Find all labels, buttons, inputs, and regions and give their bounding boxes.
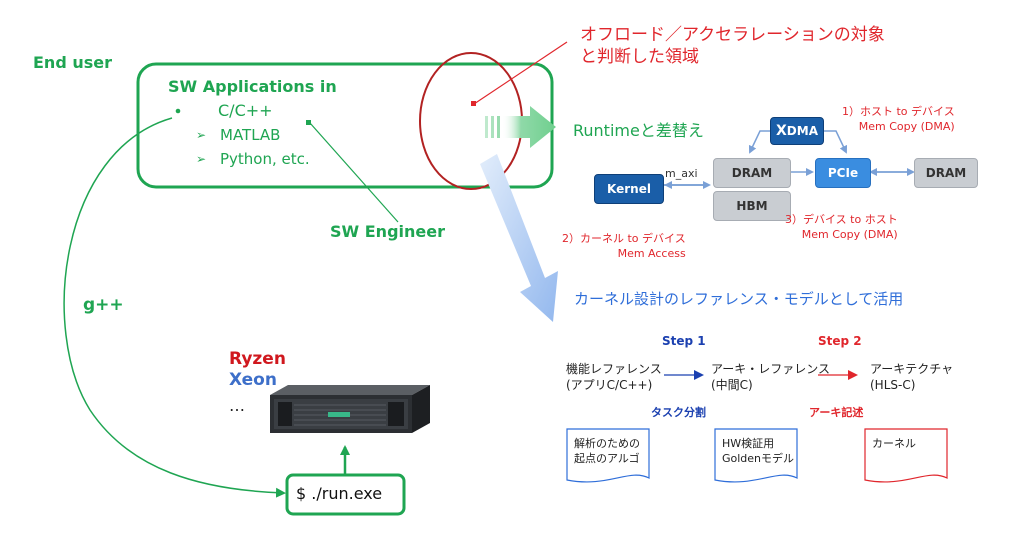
runtime-label: Runtimeと差替え [573,121,704,140]
xdma-suffix: DMA [786,124,818,138]
architecture-line2: (HLS-C) [870,378,916,392]
document-icon [714,428,798,483]
hbm-node: HBM [713,191,791,221]
dram2-node: DRAM [914,158,978,188]
func-ref-line1: 機能レファレンス [566,362,662,376]
note2: 2）カーネル to デバイス Mem Access [562,231,686,261]
m-axi-label: m_axi [665,167,698,180]
bullet-dot [175,108,181,114]
step2-label: Step 2 [818,334,862,348]
note3: 3）デバイス to ホスト Mem Copy (DMA) [785,212,898,242]
note1-line2: Mem Copy (DMA) [858,120,955,133]
offload-pointer-dot [471,101,476,106]
gpp-label: g++ [83,295,124,315]
task-split-label: タスク分割 [651,406,706,419]
bullet-marker-matlab: ➢ [196,128,207,142]
offload-pointer-line [473,41,568,105]
kernel-ref-block-arrow [480,154,558,322]
func-ref-block: 機能レファレンス (アプリC/C++) [566,361,662,393]
bullet-marker-python: ➢ [196,152,207,166]
bullet-python: Python, etc. [220,150,310,168]
run-exe-box [285,473,406,516]
pcie-node: PCIe [815,158,871,188]
note3-line1: 3）デバイス to ホスト [785,213,898,226]
sw-engineer-pointer-dot [306,120,311,125]
note2-line2: Mem Access [617,247,686,260]
ryzen-label: Ryzen [229,349,286,369]
offload-annotation: オフロード／アクセラレーションの対象 と判断した領域 [580,24,885,68]
arch-ref-block: アーキ・レファレンス (中間C) [711,361,830,393]
offload-line2: と判断した領域 [580,47,699,67]
kernel-node: Kernel [594,174,664,204]
doc-golden-model-text: HW検証用 Goldenモデル [722,437,795,465]
ellipsis-label: … [229,396,245,415]
doc-algorithm: 解析のための 起点のアルゴ [566,428,650,488]
doc-kernel-text: カーネル [872,437,916,450]
note1: 1）ホスト to デバイス Mem Copy (DMA) [842,104,955,134]
sw-engineer-pointer-line [309,122,399,223]
arch-desc-label: アーキ記述 [809,406,864,419]
end-user-label: End user [33,53,112,72]
architecture-block: アーキテクチャ (HLS-C) [870,361,953,393]
architecture-line1: アーキテクチャ [870,362,954,376]
server-image [270,383,430,433]
func-ref-line2: (アプリC/C++) [566,378,653,392]
note1-line1: 1）ホスト to デバイス [842,105,955,118]
arch-ref-line1: アーキ・レファレンス [711,362,831,376]
arch-ref-line2: (中間C) [711,378,753,392]
runtime-connectors [664,130,915,189]
gpp-curve-arrow [63,117,286,498]
doc-algorithm-text: 解析のための 起点のアルゴ [574,437,640,465]
dram1-node: DRAM [713,158,791,188]
doc-kernel: カーネル [864,428,948,488]
step1-label: Step 1 [662,334,706,348]
bullet-c-cpp: C/C++ [218,101,273,120]
note3-line2: Mem Copy (DMA) [801,228,898,241]
document-icon [566,428,650,483]
sw-apps-title: SW Applications in [168,77,337,96]
xdma-prefix: X [776,123,787,139]
xeon-label: Xeon [229,370,277,390]
sw-engineer-label: SW Engineer [330,222,445,241]
runtime-block-arrow [485,106,556,148]
document-icon [864,428,948,483]
run-command: $ ./run.exe [296,484,383,503]
bullet-matlab: MATLAB [220,126,281,144]
server-icon [270,385,430,433]
offload-line1: オフロード／アクセラレーションの対象 [580,25,885,45]
doc-golden-model: HW検証用 Goldenモデル [714,428,798,488]
kernel-ref-label: カーネル設計のレファレンス・モデルとして活用 [574,290,904,308]
note2-line1: 2）カーネル to デバイス [562,232,686,245]
